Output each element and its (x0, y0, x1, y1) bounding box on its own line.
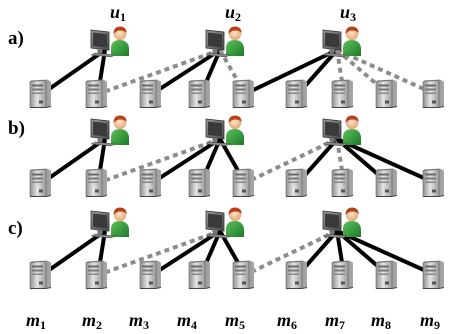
server-tower-icon (285, 167, 308, 198)
server-tower-icon (85, 78, 108, 109)
machine-label-sub: 6 (291, 318, 297, 332)
solid-link-u3-m5 (244, 48, 338, 96)
machine-label-base: m (26, 310, 40, 330)
solid-link-u2-m3 (150, 137, 222, 185)
machine-label-m8: m8 (371, 310, 391, 332)
server-tower-icon (29, 78, 52, 109)
server-tower-icon (232, 167, 255, 198)
user-label-base: u (225, 2, 235, 22)
solid-link-u3-m9 (336, 229, 436, 277)
machine-label-m9: m9 (420, 310, 440, 332)
machine-label-m4: m4 (177, 310, 197, 332)
machine-label-sub: 1 (40, 318, 46, 332)
server-tower-icon (188, 167, 211, 198)
solid-link-u1-m1 (40, 48, 107, 96)
server-tower-icon (422, 167, 445, 198)
machine-label-base: m (277, 310, 291, 330)
user-label-base: u (110, 2, 120, 22)
machine-label-sub: 3 (143, 318, 149, 332)
user-label-u2: u2 (225, 2, 241, 24)
server-tower-icon (29, 167, 52, 198)
dashed-link-u3-m5 (244, 137, 338, 185)
solid-link-u3-m9 (336, 137, 436, 185)
solid-link-u2-m3 (150, 48, 222, 96)
server-tower-icon (139, 259, 162, 290)
user-at-computer-icon (205, 207, 244, 239)
machine-label-base: m (177, 310, 191, 330)
row-label: a) (8, 28, 24, 49)
server-tower-icon (331, 259, 354, 290)
server-tower-icon (139, 78, 162, 109)
machine-label-sub: 8 (385, 318, 391, 332)
connection-lines (40, 48, 436, 277)
machine-label-base: m (325, 310, 339, 330)
server-tower-icon (422, 259, 445, 290)
server-tower-icon (375, 259, 398, 290)
machine-label-base: m (82, 310, 96, 330)
server-tower-icon (285, 259, 308, 290)
machine-label-sub: 4 (191, 318, 197, 332)
machine-label-sub: 5 (239, 318, 245, 332)
server-tower-icon (331, 78, 354, 109)
server-tower-icon (188, 259, 211, 290)
row-label: c) (8, 218, 23, 239)
dashed-link-u2-m2 (97, 48, 221, 96)
server-tower-icon (422, 78, 445, 109)
user-at-computer-icon (90, 115, 129, 147)
machine-label-base: m (420, 310, 434, 330)
user-label-u3: u3 (340, 2, 356, 24)
machine-label-base: m (225, 310, 239, 330)
machine-label-m1: m1 (26, 310, 46, 332)
machine-label-m3: m3 (129, 310, 149, 332)
user-at-computer-icon (90, 207, 129, 239)
solid-link-u1-m1 (40, 137, 107, 185)
server-tower-icon (232, 259, 255, 290)
machine-label-sub: 2 (96, 318, 102, 332)
server-tower-icon (375, 78, 398, 109)
machine-label-base: m (371, 310, 385, 330)
user-label-base: u (340, 2, 350, 22)
row-label: b) (8, 118, 25, 139)
server-tower-icon (85, 259, 108, 290)
machine-label-sub: 7 (339, 318, 345, 332)
dashed-link-u2-m2 (97, 229, 221, 277)
server-tower-icon (188, 78, 211, 109)
dashed-link-u3-m5 (244, 229, 338, 277)
server-tower-icon (139, 167, 162, 198)
machine-label-m2: m2 (82, 310, 102, 332)
user-at-computer-icon (205, 115, 244, 147)
server-tower-icon (375, 167, 398, 198)
user-at-computer-icon (205, 26, 244, 58)
machine-label-base: m (129, 310, 143, 330)
server-tower-icon (29, 259, 52, 290)
dashed-link-u2-m2 (97, 137, 221, 185)
machine-label-sub: 9 (434, 318, 440, 332)
user-at-computer-icon (90, 26, 129, 58)
machine-label-m7: m7 (325, 310, 345, 332)
server-tower-icon (232, 78, 255, 109)
solid-link-u2-m3 (150, 229, 222, 277)
machine-label-m5: m5 (225, 310, 245, 332)
server-tower-icon (85, 167, 108, 198)
user-label-sub: 3 (350, 10, 356, 24)
server-tower-icon (331, 167, 354, 198)
solid-link-u1-m1 (40, 229, 107, 277)
user-label-u1: u1 (110, 2, 126, 24)
user-label-sub: 2 (235, 10, 241, 24)
user-label-sub: 1 (120, 10, 126, 24)
server-tower-icon (285, 78, 308, 109)
machine-label-m6: m6 (277, 310, 297, 332)
